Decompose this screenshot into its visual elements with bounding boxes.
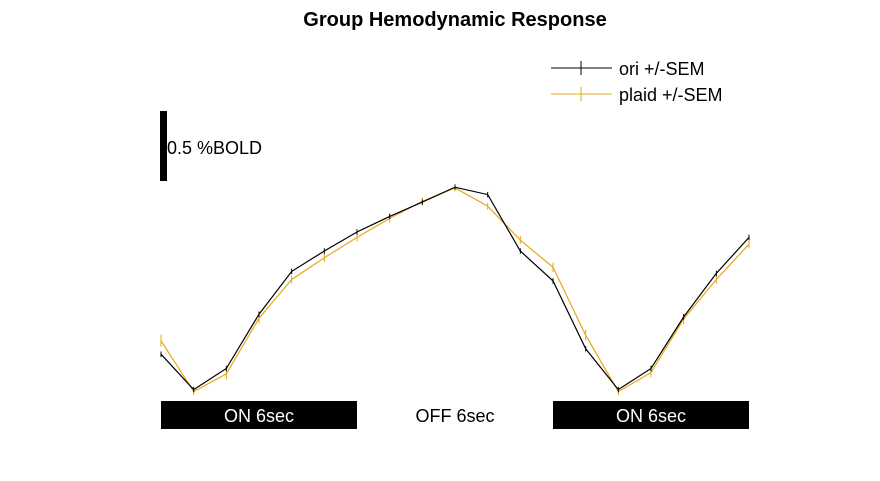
chart-title: Group Hemodynamic Response — [303, 9, 606, 31]
block-bar — [553, 401, 749, 429]
legend: ori +/-SEM plaid +/-SEM — [551, 59, 723, 105]
block-bar — [161, 401, 357, 429]
block-label: ON 6sec — [616, 406, 686, 426]
block-label: OFF 6sec — [415, 406, 494, 426]
scale-bar: 0.5 %BOLD — [160, 111, 262, 181]
series-line-plaid — [160, 187, 750, 393]
scale-bar-label: 0.5 %BOLD — [167, 138, 262, 158]
block-label: ON 6sec — [224, 406, 294, 426]
stimulus-block: ON 6sec — [553, 401, 749, 429]
stimulus-block: OFF 6sec — [415, 406, 494, 426]
scale-bar-mark — [160, 111, 167, 181]
legend-label-ori: ori +/-SEM — [619, 59, 705, 79]
series-layer — [160, 184, 750, 395]
legend-label-plaid: plaid +/-SEM — [619, 85, 723, 105]
series-plaid — [160, 184, 750, 395]
stimulus-blocks: ON 6sec OFF 6sec ON 6sec — [161, 401, 749, 429]
series-line-ori — [160, 186, 750, 391]
stimulus-block: ON 6sec — [161, 401, 357, 429]
series-ori — [160, 184, 750, 393]
